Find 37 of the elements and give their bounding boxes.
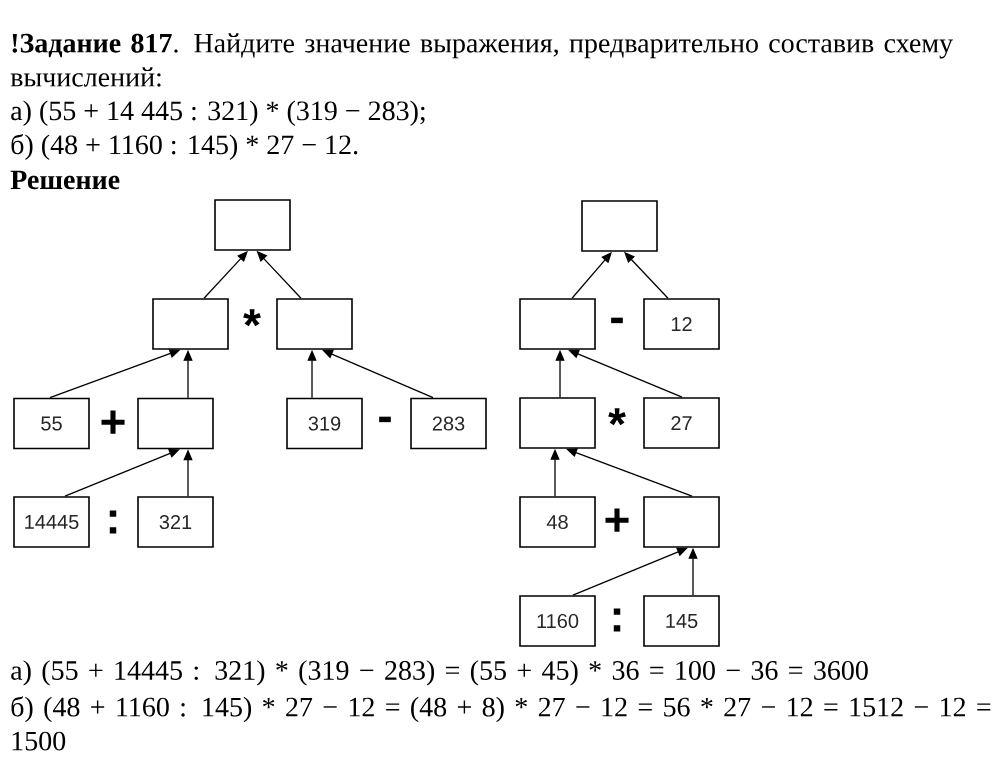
answer-box (276, 298, 353, 350)
answer-box (137, 397, 214, 450)
number-box: 321 (137, 496, 214, 548)
arrow (566, 448, 693, 497)
operator-sign: * (243, 309, 261, 327)
section-heading: Решение (10, 170, 120, 190)
solution-text: а) (55 + 14445 : 321) * (319 − 283) = (55 + 45) * 36 = 100 − 36 = 3600 (11, 660, 868, 686)
operator-sign: - (379, 416, 391, 423)
answer-box (519, 298, 596, 350)
number-box: 145 (643, 595, 720, 647)
operator-sign: + (101, 410, 125, 434)
number-box: 12 (643, 298, 720, 350)
operator-sign: * (608, 408, 626, 426)
operator-sign: + (605, 508, 629, 532)
title: !Задание 817. Найдите значение выражения, предварительно составив схему вычислений: (10, 33, 953, 87)
operator-sign: : (109, 510, 117, 534)
operator-sign: : (613, 608, 621, 632)
number-box: 319 (286, 397, 363, 450)
answer-box (152, 298, 229, 350)
number-box: 1160 (519, 595, 596, 647)
answer-box (214, 199, 291, 251)
number-box: 27 (643, 397, 720, 449)
arrow (572, 547, 688, 596)
answer-box (581, 200, 658, 252)
answer-box (643, 496, 720, 548)
answer-box (519, 397, 596, 449)
number-box: 55 (13, 397, 90, 450)
number-box: 48 (519, 496, 596, 548)
number-box: 283 (410, 397, 487, 450)
expression-text: б) (48 + 1160 : 145) * 27 − 12. (11, 133, 358, 160)
solution-text: б) (48 + 1160 : 145) * 27 − 12 = (48 + 8) * 27 − 12 = 56 * 27 − 12 = 1512 − 12 = 1500 (11, 696, 991, 751)
number-box: 14445 (13, 496, 90, 548)
arrow (568, 349, 683, 398)
operator-sign: - (611, 317, 623, 324)
expression-text: а) (55 + 14 445 : 321) * (319 − 283); (11, 100, 425, 126)
arrow (322, 349, 434, 399)
arrow (64, 449, 180, 497)
